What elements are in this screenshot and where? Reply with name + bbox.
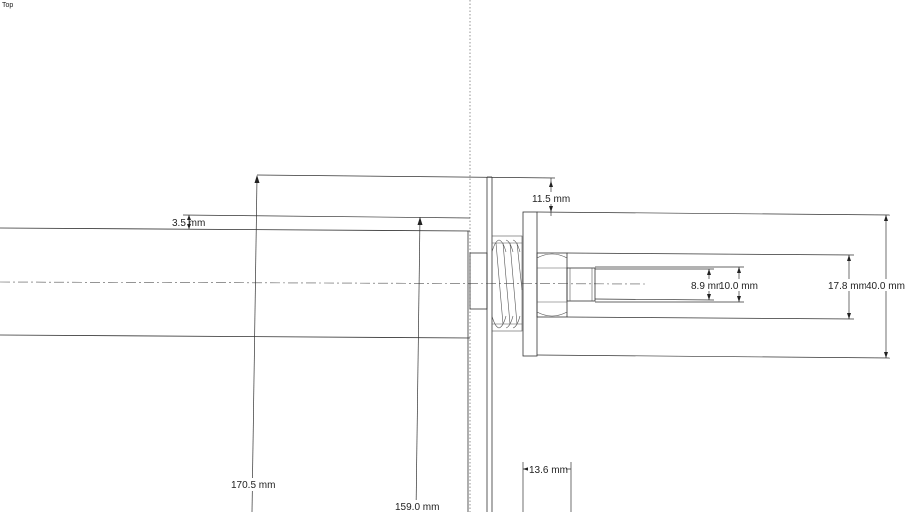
dim-label-170-5: 170.5 mm	[231, 480, 275, 491]
view-label: Top	[2, 2, 13, 9]
dim-159	[415, 216, 423, 512]
hex-nut	[536, 252, 568, 318]
dim-10	[595, 266, 744, 303]
dim-3-5	[182, 214, 471, 229]
dim-label-159: 159.0 mm	[395, 502, 439, 512]
dim-label-3-5: 3.5 mm	[172, 218, 205, 229]
dim-label-11-5: 11.5 mm	[532, 194, 570, 205]
dim-label-13-6: 13.6 mm	[529, 465, 568, 476]
dim-170-5	[251, 174, 556, 512]
dim-17-8	[566, 252, 855, 320]
dim-label-17-8: 17.8 mm	[828, 281, 867, 292]
dim-label-8-9: 8.9 mm	[691, 281, 724, 292]
dim-label-10: 10.0 mm	[719, 281, 758, 292]
spring	[491, 235, 523, 332]
shaft	[0, 227, 471, 512]
bolt-end	[566, 267, 596, 302]
center-line	[0, 281, 646, 285]
plate	[469, 176, 493, 512]
washer	[522, 211, 538, 357]
dim-label-40: 40.0 mm	[866, 281, 905, 292]
